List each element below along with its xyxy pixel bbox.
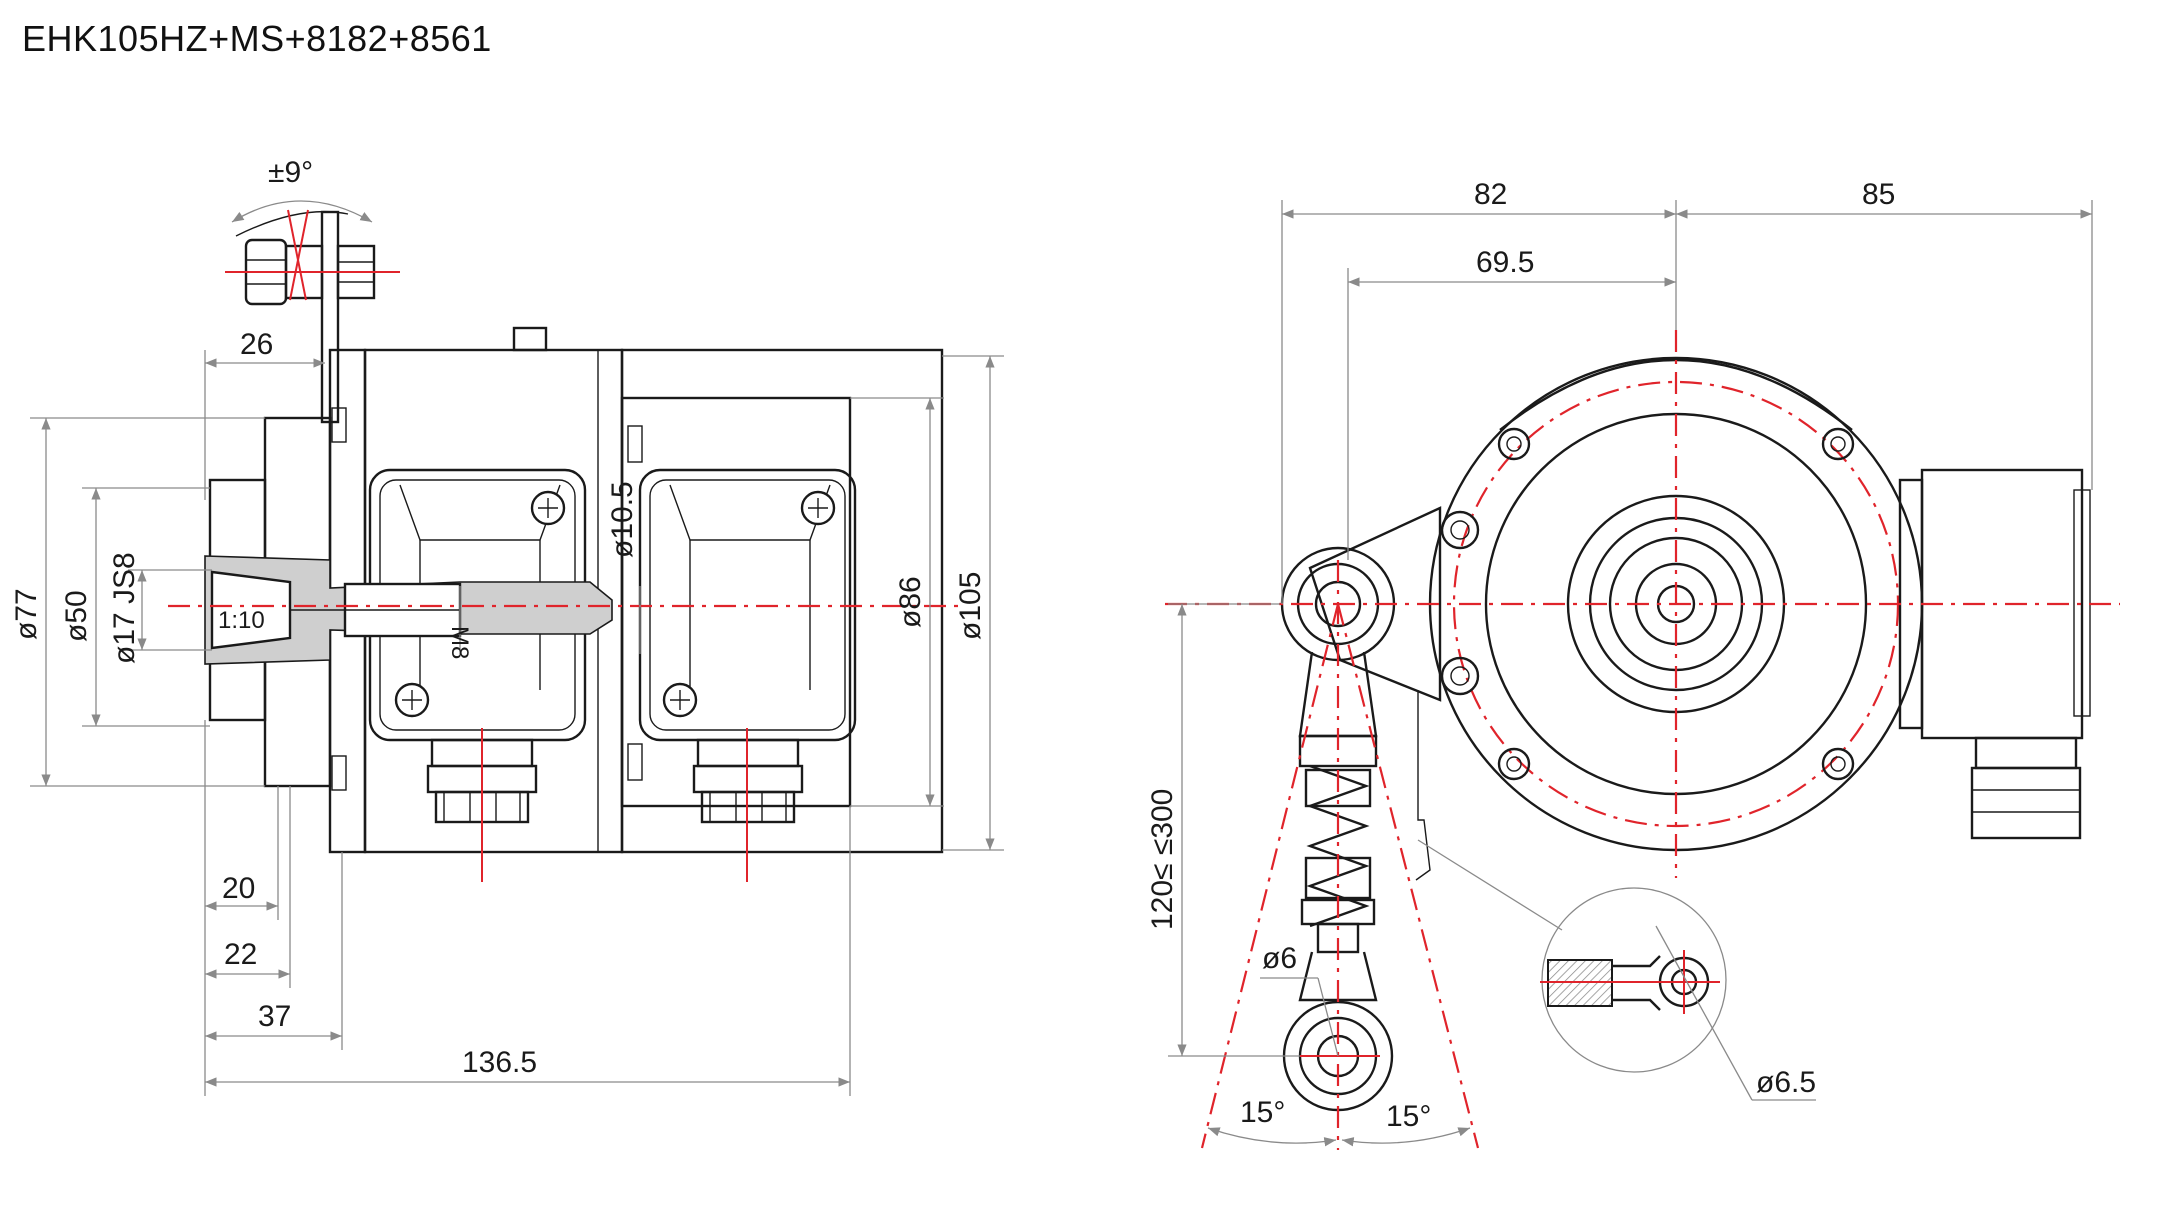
dim-37: 37 [258,1000,291,1033]
drawing-title: EHK105HZ+MS+8182+8561 [22,18,492,59]
taper-label: 1:10 [218,607,265,634]
dim-26: 26 [240,328,273,361]
dim-69-5: 69.5 [1476,246,1534,279]
dim-angle-left: 15° [1240,1096,1285,1129]
dim-dia-50: ø50 [60,590,93,642]
dim-dia-105: ø105 [954,572,987,640]
side-view [168,209,960,882]
dim-20: 20 [222,872,255,905]
dim-angle-right: 15° [1386,1100,1431,1133]
dim-dia-17: ø17 JS8 [108,552,141,664]
dim-136-5: 136.5 [462,1046,537,1079]
bolt-icon [1497,427,1855,781]
dim-82: 82 [1474,178,1507,211]
dim-angle-9: ±9° [268,156,313,189]
front-view-dimensions: 82 85 69.5 120≤ ≤300 ø6 15° 15° ø6.5 [1146,178,2093,1147]
dim-dia-86: ø86 [894,576,927,628]
side-view-dimensions: ±9° 26 ø77 ø50 ø17 JS8 1:10 M8 ø10.5 ø86 [10,156,1004,1096]
top-knob [512,326,548,352]
dim-22: 22 [224,938,257,971]
dim-dia-6: ø6 [1262,942,1297,975]
arm-plate [1308,506,1442,702]
dim-dia-10-5: ø10.5 [606,481,639,558]
thread-label: M8 [446,626,473,659]
dim-85: 85 [1862,178,1895,211]
dim-dia-6-5: ø6.5 [1756,1066,1816,1099]
front-view [1165,330,2120,1150]
dim-range: 120≤ ≤300 [1146,789,1179,930]
dim-dia-77: ø77 [10,588,43,640]
detail-circle [1541,887,1727,1073]
